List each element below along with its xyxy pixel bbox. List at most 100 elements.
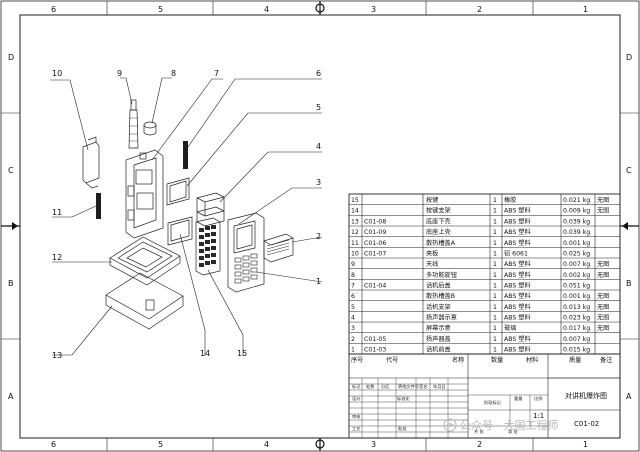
zone-bottom-4: 4 <box>264 440 269 449</box>
tb-label-check: 审核 <box>352 413 361 420</box>
callout-3: 3 <box>316 178 321 187</box>
center-arrow-left <box>12 222 18 230</box>
bom-cell-mass: 0.039 kg <box>563 229 590 236</box>
title-block: 标记 处数 分区 更改文件号 签名 年月日 设计 标准化 审核 工艺 批准 阶段… <box>348 353 621 439</box>
bom-cell-mass: 0.007 kg <box>563 261 590 268</box>
callout-8: 8 <box>171 69 176 78</box>
bom-cell-no: 3 <box>351 325 355 332</box>
zone-top-3: 3 <box>371 5 376 14</box>
part-heat-cover-b <box>183 141 188 169</box>
bom-header-note: 备注 <box>600 356 612 364</box>
bom-cell-no: 15 <box>351 197 359 204</box>
tb-scale-value: 1:1 <box>533 412 544 420</box>
bom-cell-material: ABS 塑料 <box>504 303 531 311</box>
callout-15: 15 <box>237 349 247 358</box>
bom-cell-no: 7 <box>351 282 355 289</box>
bom-cell-qty: 1 <box>493 346 497 353</box>
bom-cell-material: 玻璃 <box>504 324 516 332</box>
bom-cell-material: ABS 塑料 <box>504 345 531 353</box>
zone-right-B: B <box>626 279 632 288</box>
bom-cell-material: ABS 塑料 <box>504 260 531 268</box>
bom-cell-note: 无图 <box>597 325 609 332</box>
callout-10: 10 <box>52 69 62 78</box>
bom-header-code: 代号 <box>386 356 398 364</box>
bom-cell-name: 天线 <box>426 260 438 268</box>
part-speaker-cover <box>263 233 294 263</box>
bom-cell-material: ABS 塑料 <box>504 217 531 225</box>
bom-cell-no: 12 <box>351 229 359 236</box>
bom-cell-no: 8 <box>351 272 355 279</box>
tb-label-date: 年月日 <box>433 383 446 390</box>
bom-cell-qty: 1 <box>493 314 497 321</box>
bom-cell-note: 无图 <box>597 208 609 215</box>
zone-bottom-2: 2 <box>477 440 482 449</box>
bom-cell-material: ABS 塑料 <box>504 335 531 343</box>
part-base-lower <box>105 272 184 330</box>
bom-cell-no: 2 <box>351 336 355 343</box>
part-heat-cover-a <box>96 193 101 219</box>
bom-cell-qty: 1 <box>493 197 497 204</box>
bom-cell-name: 扬声器盖 <box>426 335 451 343</box>
bom-cell-name: 话机前盖 <box>426 345 451 353</box>
zone-right-C: C <box>626 166 632 175</box>
bom-cell-material: ABS 塑料 <box>504 281 531 289</box>
bom-cell-note: 无图 <box>597 272 609 279</box>
bom-cell-name: 散热槽盖B <box>426 292 455 300</box>
bom-cell-code: C01-09 <box>364 229 386 236</box>
part-keypad <box>195 217 221 276</box>
bom-header-mass: 质量 <box>569 356 581 364</box>
tb-label-craft: 工艺 <box>352 426 360 431</box>
zone-left-D: D <box>8 53 14 62</box>
bom-cell-material: ABS 塑料 <box>504 271 531 279</box>
bom-cell-material: ABS 塑料 <box>504 228 531 236</box>
part-antenna <box>128 99 139 149</box>
zone-left-A: A <box>8 392 14 401</box>
bom-cell-mass: 0.021 kg <box>563 197 590 204</box>
bom-cell-mass: 0.017 kg <box>563 325 590 332</box>
callout-9: 9 <box>117 69 122 78</box>
bom-cell-mass: 0.023 kg <box>563 314 590 321</box>
callout-13: 13 <box>52 351 62 360</box>
bom-cell-material: 铝 6061 <box>504 249 528 257</box>
inner-frame <box>19 14 621 439</box>
bom-cell-note: 无图 <box>597 293 609 300</box>
zone-right-D: D <box>626 53 632 62</box>
part-clip <box>82 136 100 189</box>
bom-header-no: 序号 <box>351 356 363 364</box>
zone-top-4: 4 <box>264 5 269 14</box>
zone-top-6: 6 <box>51 5 56 14</box>
bom-cell-no: 1 <box>351 346 355 353</box>
bom-cell-no: 6 <box>351 293 355 300</box>
bom-cell-mass: 0.001 kg <box>563 293 590 300</box>
bom-cell-no: 4 <box>351 314 355 321</box>
bom-cell-mass: 0.001 kg <box>563 240 590 247</box>
bom-cell-mass: 0.025 kg <box>563 250 590 257</box>
bom-cell-qty: 1 <box>493 304 497 311</box>
bom-cell-no: 11 <box>351 240 359 247</box>
zone-top-1: 1 <box>583 5 588 14</box>
bom-cell-note: 无图 <box>597 304 609 311</box>
zone-bottom-3: 3 <box>371 440 376 449</box>
bom-cell-qty: 1 <box>493 229 497 236</box>
bom-cell-name: 按键 <box>426 196 438 204</box>
bom-cell-no: 14 <box>351 208 359 215</box>
zone-bottom-1: 1 <box>583 440 588 449</box>
tb-label-approve: 批准 <box>398 425 406 432</box>
bom-cell-note: 无图 <box>597 314 609 321</box>
bom-cell-no: 13 <box>351 218 359 225</box>
callout-11: 11 <box>52 208 62 217</box>
bom-cell-qty: 1 <box>493 261 497 268</box>
bom-cell-mass: 0.039 kg <box>563 218 590 225</box>
bom-cell-mass: 0.009 kg <box>563 208 590 215</box>
tb-label-std: 标准化 <box>397 395 410 402</box>
bom-cell-qty: 1 <box>493 250 497 257</box>
bom-cell-mass: 0.013 kg <box>563 304 590 311</box>
bom-cell-note: 无图 <box>597 261 609 268</box>
tb-label-mark: 标记 <box>352 383 361 390</box>
bom-cell-mass: 0.007 kg <box>563 336 590 343</box>
zone-bottom-6: 6 <box>51 440 56 449</box>
bom-cell-no: 5 <box>351 304 355 311</box>
zone-top-5: 5 <box>158 5 163 14</box>
